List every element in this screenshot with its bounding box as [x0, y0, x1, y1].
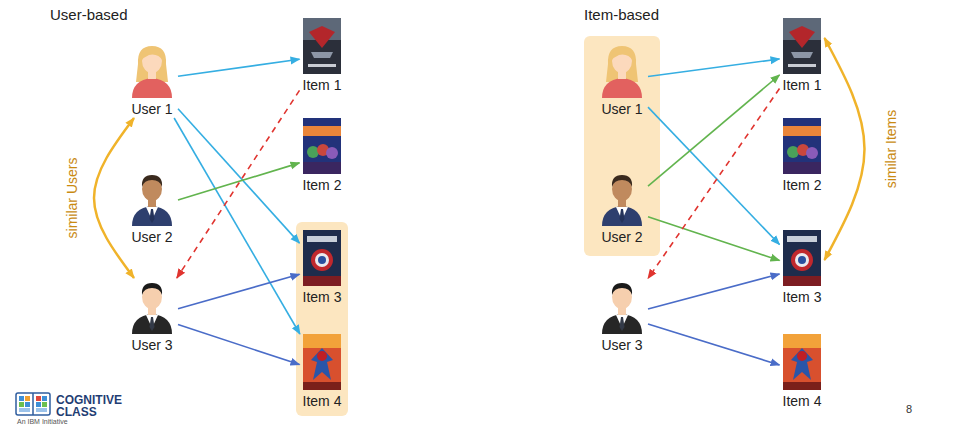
- rating-arrow: [648, 75, 780, 186]
- rating-arrow: [178, 59, 300, 76]
- movie-poster-art: [783, 118, 821, 174]
- movie-poster: [783, 334, 821, 390]
- person-figure: [602, 283, 642, 334]
- edge-label: similar Items: [883, 108, 899, 191]
- item-node: Item 2: [780, 118, 825, 194]
- movie-poster-art: [783, 334, 821, 390]
- movie-poster-art: [783, 18, 821, 74]
- logo-icon: [16, 393, 50, 415]
- user-node: User 1: [126, 42, 178, 118]
- node-label: Item 3: [303, 288, 342, 306]
- movie-poster: [303, 118, 341, 174]
- node-label: User 2: [131, 228, 172, 246]
- person-figure: [602, 175, 642, 226]
- person-figure: [132, 175, 172, 226]
- rating-arrow: [178, 163, 300, 200]
- user-node: User 3: [596, 278, 648, 354]
- movie-poster: [303, 18, 341, 74]
- rating-arrow: [648, 324, 780, 365]
- node-label: User 1: [131, 100, 172, 118]
- user-node: User 2: [126, 170, 178, 246]
- similar-items-band: [296, 222, 348, 416]
- movie-poster-art: [303, 334, 341, 390]
- movie-poster: [303, 334, 341, 390]
- person-figure: [132, 46, 172, 98]
- page-number: 8: [906, 402, 912, 416]
- node-label: Item 4: [783, 392, 822, 410]
- rating-arrow: [648, 217, 780, 261]
- rating-arrow: [178, 109, 300, 243]
- person-figure: [602, 46, 642, 98]
- user-icon: [129, 42, 175, 98]
- user-node: User 2: [596, 170, 648, 246]
- rating-arrow: [648, 89, 780, 279]
- user-icon: [129, 170, 175, 226]
- rating-arrow: [178, 325, 300, 365]
- rating-arrow: [648, 274, 780, 309]
- user-node: User 1: [596, 42, 648, 118]
- node-label: User 1: [601, 100, 642, 118]
- logo-text: COGNITIVE CLASS: [56, 394, 136, 418]
- similarity-arrow: [94, 118, 134, 278]
- user-icon: [599, 278, 645, 334]
- node-label: Item 3: [783, 288, 822, 306]
- movie-poster: [783, 18, 821, 74]
- movie-poster-art: [303, 230, 341, 286]
- user-node: User 3: [126, 278, 178, 354]
- panel-title: User-based: [50, 5, 128, 24]
- node-label: Item 4: [303, 392, 342, 410]
- item-node: Item 3: [300, 230, 345, 306]
- node-label: User 3: [601, 336, 642, 354]
- user-icon: [129, 278, 175, 334]
- similar-users-band: [584, 36, 660, 256]
- edge-label: similar Users: [64, 156, 80, 241]
- rating-arrow: [174, 118, 300, 334]
- node-label: User 3: [131, 336, 172, 354]
- node-label: Item 1: [303, 76, 342, 94]
- user-icon: [599, 42, 645, 98]
- similarity-arrow: [825, 38, 865, 260]
- logo-tagline: An IBM Initiative: [17, 417, 68, 426]
- user-icon: [599, 170, 645, 226]
- item-node: Item 2: [300, 118, 345, 194]
- node-label: Item 2: [783, 176, 822, 194]
- item-node: Item 1: [300, 18, 345, 94]
- movie-poster-art: [783, 230, 821, 286]
- rating-arrow: [648, 59, 780, 77]
- item-node: Item 3: [780, 230, 825, 306]
- rating-arrow: [178, 274, 300, 308]
- movie-poster-art: [303, 118, 341, 174]
- movie-poster-art: [303, 18, 341, 74]
- node-label: Item 1: [783, 76, 822, 94]
- node-label: User 2: [601, 228, 642, 246]
- item-node: Item 4: [300, 334, 345, 410]
- movie-poster: [303, 230, 341, 286]
- item-node: Item 1: [780, 18, 825, 94]
- panel-title: Item-based: [584, 5, 659, 24]
- rating-arrow: [177, 90, 300, 278]
- item-node: Item 4: [780, 334, 825, 410]
- movie-poster: [783, 118, 821, 174]
- movie-poster: [783, 230, 821, 286]
- node-label: Item 2: [303, 176, 342, 194]
- person-figure: [132, 283, 172, 334]
